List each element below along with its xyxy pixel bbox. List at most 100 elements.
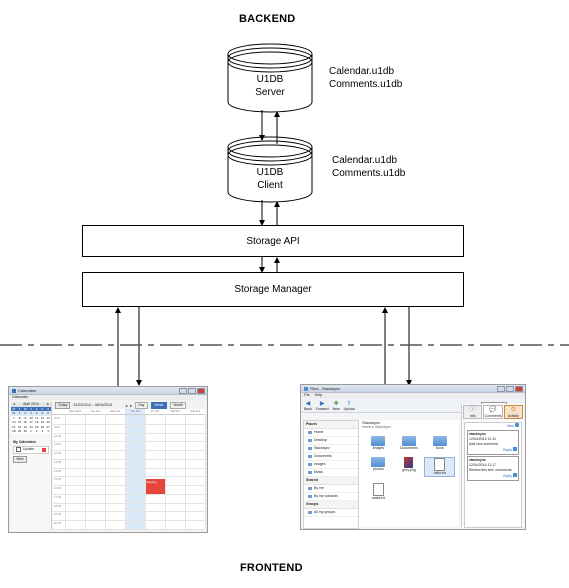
prev-month-icon[interactable]: ◂ — [13, 402, 15, 406]
sidebar-item[interactable]: By my contacts — [304, 493, 358, 501]
hour-row[interactable]: 12:00 — [53, 450, 205, 460]
mini-day[interactable]: 23 — [23, 424, 27, 429]
sidebar-item[interactable]: Music — [304, 469, 358, 477]
mini-day[interactable]: 1 — [30, 429, 32, 433]
checkbox-icon[interactable] — [16, 447, 21, 452]
file-item[interactable]: notes.txt — [363, 483, 394, 501]
reply-button[interactable] — [513, 473, 517, 477]
file-item[interactable]: hello.txt — [424, 457, 455, 477]
mini-day[interactable]: 11 — [35, 415, 39, 420]
mini-day[interactable]: 10 — [29, 415, 33, 420]
next-week-icon[interactable]: ▸ — [130, 403, 133, 408]
mini-day[interactable]: 6 — [45, 411, 51, 416]
breadcrumb-home[interactable]: Home — [362, 425, 372, 429]
tab-month[interactable]: Month — [170, 402, 187, 409]
menu-help[interactable]: Help — [314, 393, 322, 397]
mini-day[interactable]: 28 — [12, 429, 16, 433]
mini-day[interactable]: 1 — [16, 411, 23, 416]
hour-row[interactable]: 19:00 — [53, 511, 205, 522]
mini-day[interactable]: 25 — [35, 424, 39, 429]
calendar-menu[interactable]: Calendars — [9, 395, 207, 400]
tab-activity[interactable]: ⏲Activity — [503, 405, 523, 419]
close-icon[interactable] — [197, 387, 205, 394]
mini-day[interactable]: 19 — [40, 420, 45, 424]
hour-row[interactable]: 20:00 — [53, 520, 205, 530]
mini-day[interactable]: 3 — [28, 411, 34, 416]
mini-day[interactable]: 16 — [23, 420, 27, 424]
mini-day[interactable]: 18 — [35, 420, 39, 424]
sidebar-item[interactable]: By me — [304, 485, 358, 493]
reply-button[interactable] — [513, 447, 517, 451]
hour-row[interactable]: 13:00 — [53, 459, 205, 469]
mini-day[interactable]: 7 — [13, 415, 15, 420]
mini-day[interactable]: 24 — [29, 424, 33, 429]
hour-row[interactable]: 10:00 — [53, 433, 205, 443]
mini-day[interactable]: 4 — [33, 411, 40, 416]
hour-row[interactable]: 17:00 — [53, 494, 205, 504]
sidebar-item[interactable]: Home — [304, 429, 358, 437]
close-icon[interactable] — [515, 385, 523, 392]
menu-file[interactable]: File — [304, 393, 310, 397]
mini-day[interactable]: 17 — [29, 420, 33, 424]
sidebar-section-title[interactable]: Groups — [304, 501, 358, 509]
hour-row[interactable]: 9:00 — [53, 424, 205, 434]
tab-day[interactable]: Day — [135, 402, 148, 409]
new-comment-button[interactable] — [515, 423, 519, 427]
mini-day[interactable]: 21 — [12, 424, 16, 429]
upload-button[interactable]: ⇧Upload — [344, 401, 355, 412]
mini-day[interactable]: 15 — [17, 420, 22, 424]
calendar-event[interactable]: Meeting — [146, 479, 165, 495]
mini-day[interactable]: 31 — [11, 411, 17, 416]
sidebar-item[interactable]: Images — [304, 461, 358, 469]
mini-day[interactable]: 12 — [40, 415, 45, 420]
prev-week-icon[interactable]: ◂ — [125, 403, 128, 408]
maximize-icon[interactable] — [506, 385, 514, 392]
new-calendar-button[interactable]: New — [13, 455, 27, 463]
sidebar-item[interactable]: All my groups — [304, 509, 358, 517]
mini-day[interactable]: 14 — [12, 420, 16, 424]
file-item[interactable]: grey.png — [394, 457, 425, 477]
hour-row[interactable]: 16:00 — [53, 485, 205, 495]
back-button[interactable]: ◀Back — [304, 401, 312, 412]
forward-button[interactable]: ▶Forward — [316, 401, 329, 412]
mini-day[interactable]: 29 — [17, 429, 22, 433]
mini-day[interactable]: 2 — [22, 411, 29, 416]
file-item[interactable]: Docs — [424, 436, 455, 451]
sidebar-item[interactable]: Stacksync — [304, 445, 358, 453]
sidebar-section-title[interactable]: Places — [304, 421, 358, 429]
mini-day[interactable]: 9 — [24, 415, 27, 420]
sidebar-item[interactable]: Documents — [304, 453, 358, 461]
minimize-icon[interactable] — [179, 387, 187, 394]
mini-day[interactable]: 20 — [46, 420, 50, 424]
tab-comments[interactable]: 💬Comments — [483, 405, 503, 419]
hour-row[interactable]: 8:00 — [53, 415, 205, 425]
tab-week[interactable]: Week — [150, 402, 168, 409]
mini-day[interactable]: 30 — [23, 429, 27, 433]
file-item[interactable]: Documents — [394, 436, 425, 451]
file-item[interactable]: Images — [363, 436, 394, 451]
maximize-icon[interactable] — [188, 387, 196, 394]
hour-row[interactable]: 14:00 — [53, 468, 205, 478]
mini-day[interactable]: 4 — [47, 429, 49, 433]
hour-row[interactable]: 11:00 — [53, 441, 205, 452]
mini-day[interactable]: 8 — [18, 415, 21, 420]
today-button[interactable]: Today — [55, 402, 71, 409]
hour-row[interactable]: 15:00 — [53, 476, 205, 487]
sidebar-section-title[interactable]: Shared — [304, 477, 358, 485]
calendar-list-item[interactable]: Update — [13, 445, 49, 454]
mini-day[interactable]: 13 — [46, 415, 50, 420]
mini-day[interactable]: 2 — [35, 429, 38, 433]
file-item[interactable]: photos — [363, 457, 394, 477]
mini-day[interactable]: 5 — [39, 411, 46, 416]
minimize-icon[interactable] — [497, 385, 505, 392]
mini-day[interactable]: 22 — [17, 424, 22, 429]
sidebar-item[interactable]: Desktop — [304, 437, 358, 445]
breadcrumb-stacksync[interactable]: Stacksync — [375, 425, 391, 429]
mini-day[interactable]: 26 — [40, 424, 45, 429]
hour-row[interactable]: 18:00 — [53, 503, 205, 513]
mini-day[interactable]: 3 — [41, 429, 44, 433]
new-folder-button[interactable]: ✚New — [333, 401, 340, 412]
mini-day[interactable]: 27 — [46, 424, 50, 429]
next-month-icon[interactable]: ▸ — [47, 402, 49, 406]
